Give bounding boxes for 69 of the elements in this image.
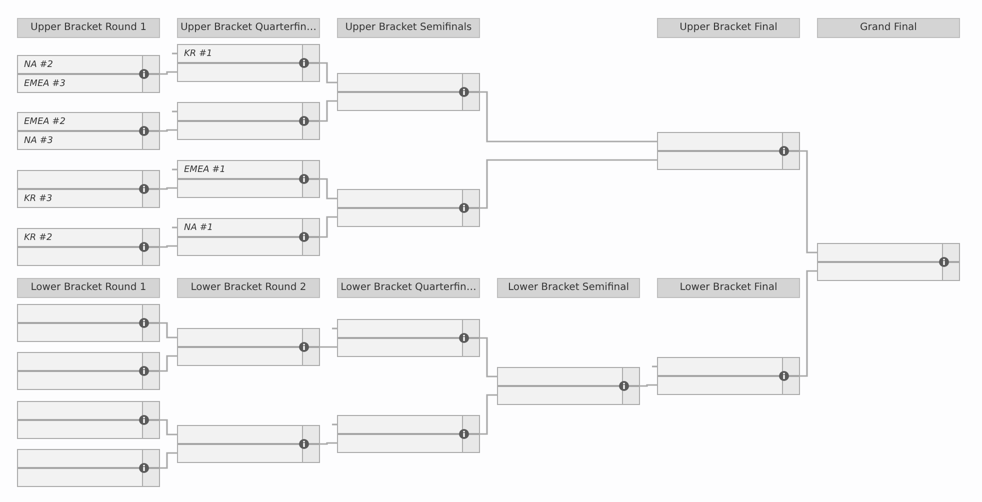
bracket-line xyxy=(160,245,177,248)
bracket-line xyxy=(160,355,177,372)
bracket-line xyxy=(172,52,177,54)
bracket-line xyxy=(332,328,337,330)
match-box xyxy=(17,449,160,487)
round-header: Lower Bracket Round 2 xyxy=(177,278,320,298)
round-header: Lower Bracket Round 1 xyxy=(17,278,160,298)
bracket-line xyxy=(320,216,337,238)
match-box xyxy=(337,73,480,111)
bracket-line xyxy=(332,424,337,426)
match-box xyxy=(337,415,480,453)
match-box xyxy=(177,328,320,366)
match-box xyxy=(17,170,160,208)
team-name: KR #1 xyxy=(184,48,212,60)
bracket-line xyxy=(172,226,177,228)
bracket-line xyxy=(480,91,657,142)
bracket-line xyxy=(652,366,657,368)
bracket-line xyxy=(480,159,657,209)
team-name: KR #2 xyxy=(24,232,52,244)
bracket-line xyxy=(800,150,817,254)
match-box xyxy=(177,160,320,198)
bracket-line xyxy=(320,346,337,348)
match-box xyxy=(177,218,320,256)
bracket-line xyxy=(320,178,337,200)
team-name: EMEA #2 xyxy=(24,116,66,128)
match-box xyxy=(177,44,320,82)
team-name: NA #3 xyxy=(24,135,54,147)
bracket-line xyxy=(640,384,657,387)
match-box xyxy=(817,243,960,281)
match-box xyxy=(177,102,320,140)
round-header: Upper Bracket Round 1 xyxy=(17,18,160,38)
bracket-line xyxy=(160,419,177,436)
bracket-line xyxy=(160,452,177,469)
bracket-line xyxy=(320,100,337,122)
match-box xyxy=(17,112,160,150)
match-box xyxy=(657,357,800,395)
bracket-line xyxy=(172,110,177,112)
bracket-line xyxy=(160,129,177,132)
bracket-line xyxy=(480,337,497,378)
team-name: EMEA #3 xyxy=(24,78,66,90)
round-header: Lower Bracket Final xyxy=(657,278,800,298)
bracket-line xyxy=(160,322,177,338)
bracket-line xyxy=(480,394,497,435)
match-box xyxy=(337,189,480,227)
bracket-line xyxy=(800,270,817,377)
bracket-line xyxy=(320,62,337,84)
round-header: Upper Bracket Quarterfin… xyxy=(177,18,320,38)
match-box xyxy=(657,132,800,170)
team-name: KR #3 xyxy=(24,193,52,205)
round-header: Grand Final xyxy=(817,18,960,38)
match-box xyxy=(17,304,160,342)
team-name: NA #2 xyxy=(24,59,54,71)
round-header: Upper Bracket Semifinals xyxy=(337,18,480,38)
match-box xyxy=(337,319,480,357)
match-box xyxy=(497,367,640,405)
bracket-line xyxy=(320,442,337,445)
match-box xyxy=(17,401,160,439)
round-header: Upper Bracket Final xyxy=(657,18,800,38)
round-header: Lower Bracket Quarterfin… xyxy=(337,278,480,298)
bracket-line xyxy=(160,187,177,190)
match-box xyxy=(17,55,160,93)
match-box xyxy=(177,425,320,463)
bracket-line xyxy=(160,71,177,75)
match-box xyxy=(17,352,160,390)
team-name: NA #1 xyxy=(184,222,214,234)
team-name: EMEA #1 xyxy=(184,164,226,176)
bracket-line xyxy=(172,168,177,170)
match-box xyxy=(17,228,160,266)
round-header: Lower Bracket Semifinal xyxy=(497,278,640,298)
